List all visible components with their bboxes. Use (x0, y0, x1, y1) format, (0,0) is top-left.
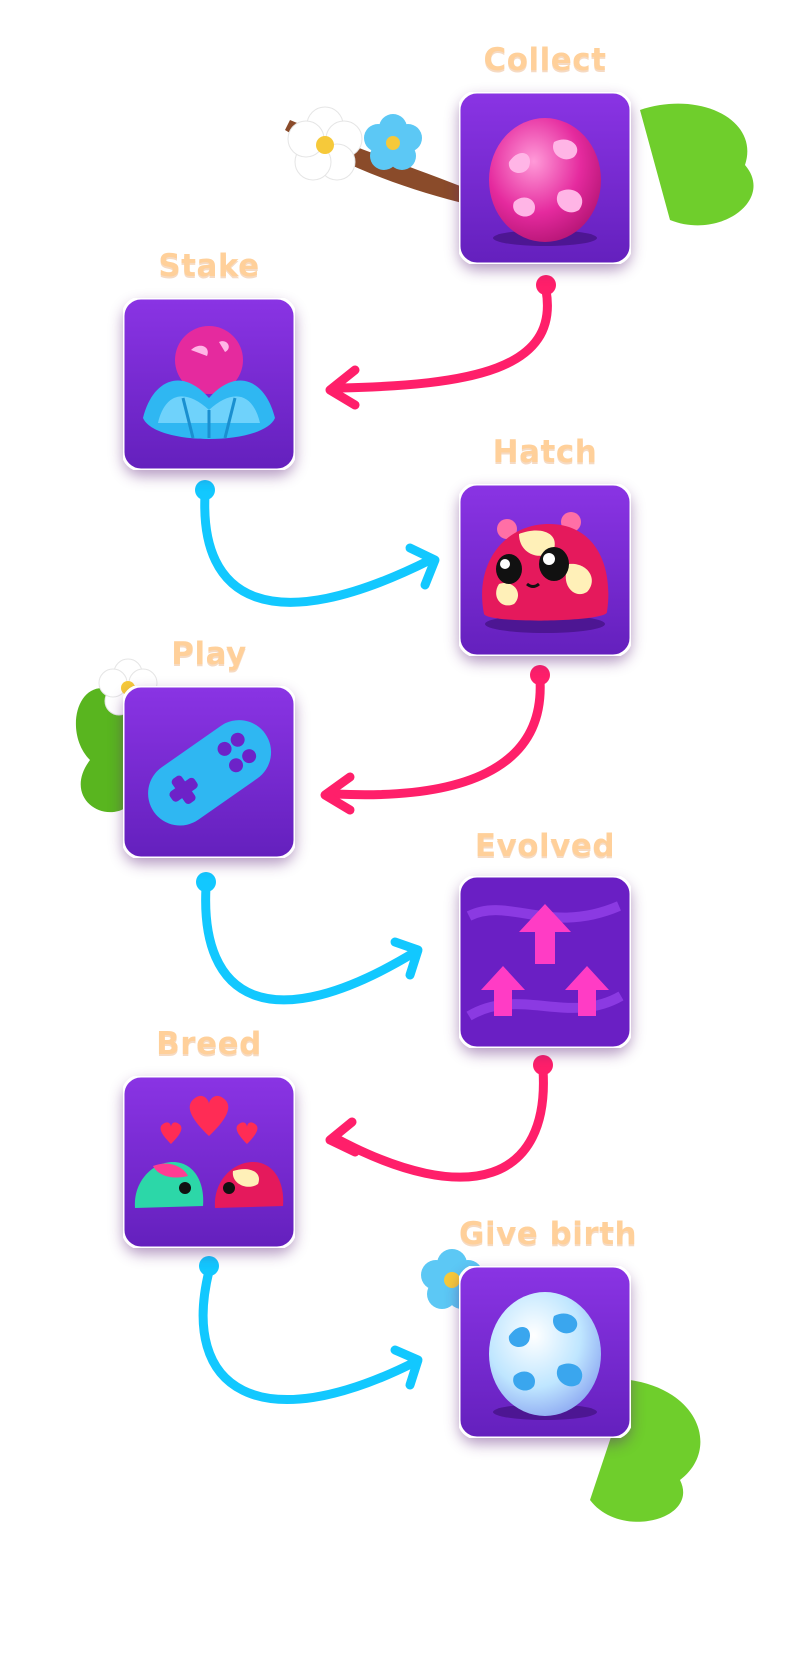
stage-label-hatch: Hatch (492, 434, 598, 470)
stage-tile-hatch (459, 484, 631, 656)
stage-tile-stake (123, 298, 295, 470)
stage-tile-evolved (459, 876, 631, 1048)
up-arrows-icon (481, 904, 609, 1016)
stage-play: Play (123, 636, 295, 858)
stage-label-give-birth: Give birth (459, 1216, 638, 1252)
connector-arrows (195, 275, 556, 1404)
blue-flower-icon (364, 114, 422, 170)
two-creatures-hearts-icon (134, 1095, 284, 1208)
stage-breed: Breed (123, 1026, 295, 1248)
stage-hatch: Hatch (459, 434, 631, 656)
stage-evolved: Evolved (459, 828, 631, 1048)
leaf-play (75, 687, 135, 813)
stage-tile-give-birth (459, 1266, 631, 1438)
arrow-collect-to-stake (325, 275, 556, 410)
pink-blob-creature-icon (482, 512, 609, 621)
stage-tile-play (123, 686, 295, 858)
stage-label-evolved: Evolved (474, 828, 616, 864)
pink-egg-icon (489, 118, 601, 242)
arrow-hatch-to-play (320, 665, 550, 815)
white-flower-icon (287, 106, 363, 181)
gamepad-icon (148, 720, 272, 826)
stage-label-play: Play (171, 636, 247, 672)
arrow-breed-to-give-birth (198, 1256, 423, 1404)
stage-tile-collect (459, 92, 631, 264)
leaf-give-birth (590, 1380, 701, 1522)
stage-collect: Collect (459, 42, 631, 264)
stage-tile-breed (123, 1076, 295, 1248)
arrow-play-to-evolved (196, 872, 423, 1005)
egg-in-nest-icon (143, 326, 275, 439)
blue-egg-icon (489, 1292, 601, 1416)
decoration-leaves (75, 103, 754, 1522)
stage-give-birth: Give birth (459, 1216, 638, 1438)
stage-label-breed: Breed (156, 1026, 262, 1062)
stage-label-stake: Stake (158, 248, 260, 284)
stage-stake: Stake (123, 248, 295, 470)
stage-label-collect: Collect (483, 42, 607, 78)
arrow-stake-to-hatch (195, 480, 440, 607)
arrow-evolved-to-breed (325, 1055, 553, 1182)
leaf-collect (640, 103, 754, 226)
